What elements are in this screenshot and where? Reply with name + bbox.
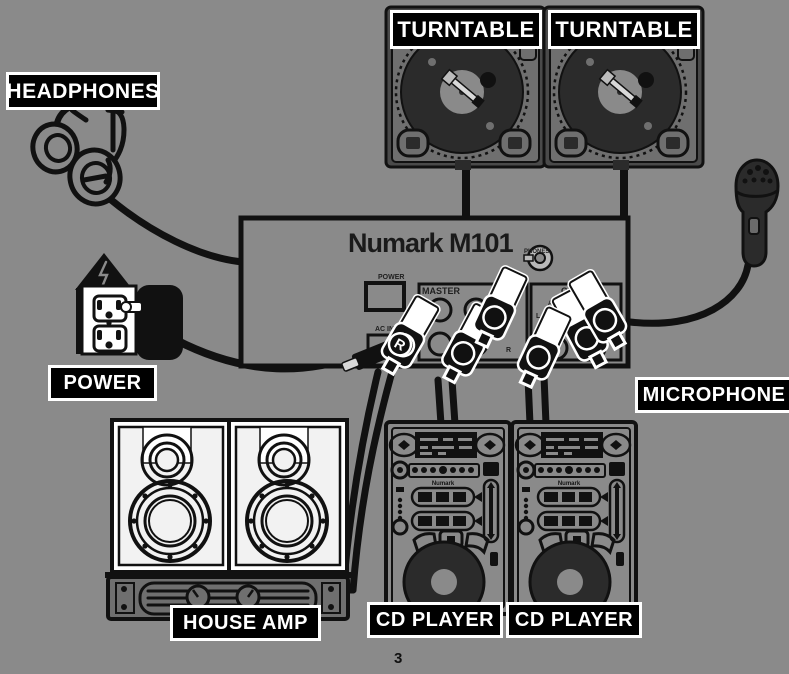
page-number: 3 xyxy=(394,650,403,667)
headphones-illustration xyxy=(30,102,127,207)
power-warning-icon xyxy=(75,253,133,290)
wall-outlet xyxy=(76,284,138,356)
mixer-power-switch[interactable] xyxy=(364,281,406,312)
speaker-left xyxy=(110,418,232,574)
cd1-brand-label: Numark xyxy=(432,481,455,487)
callout-turntable-2: TURNTABLE xyxy=(548,10,700,49)
mixer-phones-label: PHONES xyxy=(524,249,549,255)
mixer-brand-label: Numark M101 xyxy=(348,228,514,258)
mixer-phones-jack[interactable] xyxy=(523,244,554,272)
callout-house-amp: HOUSE AMP xyxy=(170,605,321,641)
callout-microphone: MICROPHONE xyxy=(635,377,789,413)
speaker-right xyxy=(227,418,349,574)
callout-headphones: HEADPHONES xyxy=(6,72,160,110)
callout-label: TURNTABLE xyxy=(397,16,535,42)
mixer-ch1-left-label: L xyxy=(536,313,541,320)
callout-label: TURNTABLE xyxy=(555,16,693,42)
callout-label: MICROPHONE xyxy=(642,384,786,406)
callout-label: HOUSE AMP xyxy=(183,612,308,634)
power-adapter xyxy=(120,285,183,360)
callout-label: CD PLAYER xyxy=(514,609,634,631)
mixer-master-label: MASTER xyxy=(422,286,461,296)
callout-label: POWER xyxy=(63,372,142,394)
rca-connectors: R L xyxy=(375,266,633,391)
mixer-ac-in-label: AC IN xyxy=(375,326,394,333)
callout-label: CD PLAYER xyxy=(375,609,495,631)
microphone-illustration xyxy=(734,158,780,268)
cd-player-left: Numark xyxy=(384,420,512,624)
callout-turntable-1: TURNTABLE xyxy=(390,10,542,49)
mixer-power-label: POWER xyxy=(378,274,404,281)
callout-power: POWER xyxy=(48,365,157,401)
cd2-brand-label: Numark xyxy=(558,481,581,487)
callout-label: HEADPHONES xyxy=(6,79,160,103)
mixer-master-right-label-bottom: R xyxy=(506,347,511,354)
cd-player-right: Numark xyxy=(510,420,638,624)
turntable-right xyxy=(542,5,705,170)
callout-cd-player-2: CD PLAYER xyxy=(506,602,642,638)
callout-cd-player-1: CD PLAYER xyxy=(367,602,503,638)
